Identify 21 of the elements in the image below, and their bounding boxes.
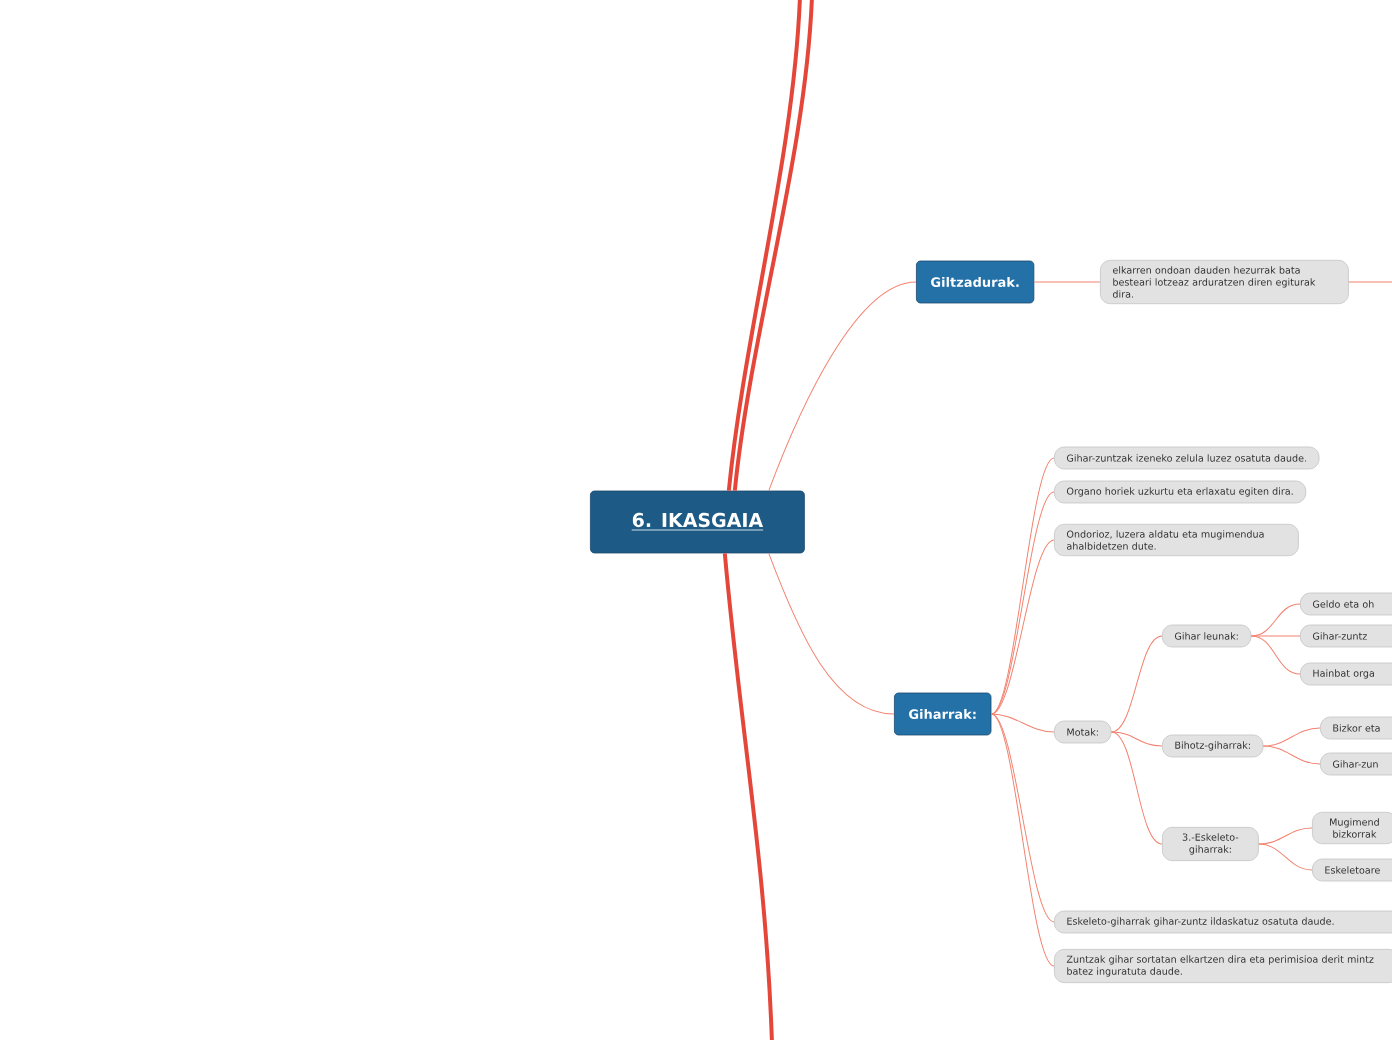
central-topic-box: 6. IKASGAIA (590, 490, 805, 554)
connector-line (768, 552, 895, 715)
connector-line (768, 281, 917, 492)
connector-line (722, 553, 774, 1040)
connector-line (1348, 281, 1392, 283)
connector-line (990, 713, 1055, 733)
connector-line (1033, 281, 1101, 283)
connector-line (990, 713, 1055, 967)
connector-line (1258, 827, 1313, 845)
connector-line (1262, 745, 1321, 765)
connector-line (1110, 635, 1163, 733)
connector-line (1110, 731, 1163, 845)
connector-line (1110, 731, 1163, 747)
connector-line (1258, 843, 1313, 871)
connector-line (1262, 727, 1321, 747)
connector-line (990, 539, 1055, 715)
connector-line (1250, 635, 1301, 675)
connector-line (990, 713, 1055, 923)
connector-line (726, 0, 802, 491)
connector-line (1250, 635, 1301, 637)
connector-line (732, 0, 814, 491)
